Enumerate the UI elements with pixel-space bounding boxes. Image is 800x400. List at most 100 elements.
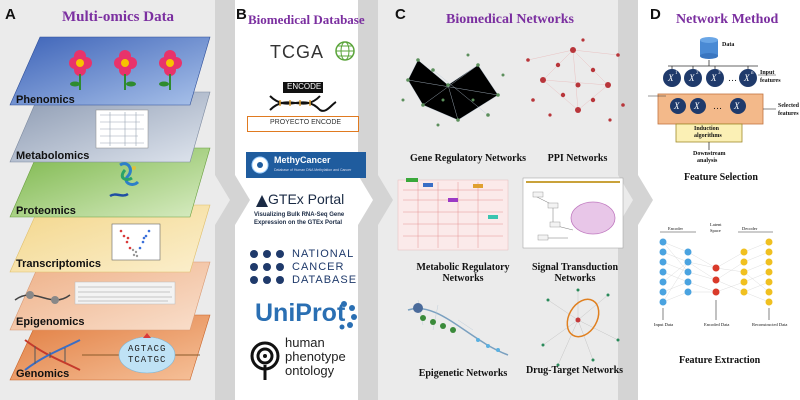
metabolic-map-icon [95, 109, 149, 149]
drug-target-network-image [541, 288, 620, 367]
svg-text:…: … [728, 73, 737, 83]
globe-icon [335, 41, 355, 61]
layer-label-transcriptomics: Transcriptomics [16, 258, 101, 270]
induction-label-2: algorithms [694, 133, 722, 139]
x-input-n-sup: n [751, 71, 754, 76]
layer-label-metabolomics: Metabolomics [16, 150, 90, 162]
ncdb-line2: CANCER [292, 261, 345, 273]
network-images [397, 38, 625, 367]
omics-layer-stack [9, 36, 211, 381]
x-input-1: X [668, 73, 674, 83]
dna-seq-bottom: TCATGC [128, 355, 167, 365]
x-selected-n: X [734, 101, 740, 111]
signal-transduction-image [522, 177, 624, 249]
dna-seq-top: AGTACG [128, 344, 167, 354]
method-data-label: Data [722, 42, 735, 48]
panel-c-letter: C [395, 6, 406, 23]
encode-box [283, 82, 323, 93]
hpo-logo-icon [250, 341, 280, 380]
net-label-signal-2: Networks [554, 273, 596, 284]
gtex-sub1: Visualizing Bulk RNA-Seq Gene [254, 212, 345, 218]
ppi-network-image [526, 38, 625, 122]
hpo-line3: ontology [285, 363, 335, 378]
mutation-marker-icon [143, 333, 151, 338]
induction-label-1: Induction [694, 126, 720, 132]
net-label-grn: Gene Regulatory Networks [409, 153, 527, 164]
latent-label-1: Latent [710, 222, 722, 227]
chromatin-icon [14, 281, 176, 305]
gtex-sub2: Expression on the GTEx Portal [254, 220, 343, 226]
net-label-drug: Drug-Target Networks [525, 365, 624, 376]
dna-strand-icon [269, 95, 337, 112]
layer-label-epigenomics: Epigenomics [16, 316, 85, 328]
gene-regulatory-network-image [401, 53, 505, 127]
feature-extraction-title: Feature Extraction [679, 355, 761, 366]
encoded-data-label: Encoded Data [704, 322, 730, 327]
x-selected-2: X [694, 101, 700, 111]
epigenetic-network-image [407, 299, 509, 356]
x-selected-1: X [674, 101, 680, 111]
ncdb-line1: NATIONAL [292, 248, 355, 260]
hpo-line1: human [285, 335, 325, 350]
x-input-1-sup: 1 [675, 71, 678, 76]
input-features-label-1: Input [760, 70, 775, 76]
encode-logo-text: ENCODE [287, 82, 322, 91]
ncdb-dots-icon [250, 250, 284, 284]
gtex-logo-icon [256, 195, 268, 207]
feature-selection-title: Feature Selection [684, 172, 758, 183]
panel-a-title: Multi-omics Data [62, 9, 175, 25]
metabolic-network-image [397, 178, 509, 251]
feature-selection-diagram: … … [648, 37, 776, 320]
layer-label-proteomics: Proteomics [16, 205, 76, 217]
x-input-n: X [744, 73, 750, 83]
autoencoder-network [659, 231, 773, 320]
gtex-logo-text: GTEx Portal [268, 191, 345, 207]
panel-b-background [235, 0, 378, 400]
selected-features-label-1: Selected [778, 103, 799, 109]
uniprot-dots-icon [339, 301, 357, 330]
layer-label-genomics: Genomics [16, 368, 70, 380]
net-label-ppi: PPI Networks [547, 153, 608, 164]
x-input-3-sup: 3 [718, 71, 721, 76]
panel-c-title: Biomedical Networks [446, 12, 574, 27]
ncdb-line3: DATABASE [292, 274, 358, 286]
methycancer-text: MethyCancer [274, 155, 331, 165]
panel-b-letter: B [236, 6, 247, 23]
latent-label-2: Space [710, 228, 721, 233]
net-label-metabolic-2: Networks [442, 273, 484, 284]
downstream-label-1: Downstream [693, 151, 726, 157]
layer-label-phenomics: Phenomics [16, 94, 75, 106]
x-input-3: X [711, 73, 717, 83]
panel-d-background [638, 0, 800, 400]
encoder-label: Encoder [668, 226, 683, 231]
x-input-2: X [689, 73, 695, 83]
phenomics-layer [9, 36, 211, 106]
flower-icon [114, 50, 137, 90]
x-input-2-sup: 2 [696, 71, 699, 76]
flower-icon [159, 50, 182, 90]
downstream-label-2: analysis [697, 158, 718, 164]
volcano-plot-icon [111, 223, 161, 261]
input-data-label: Input Data [654, 322, 674, 327]
tcga-logo-text: TCGA [270, 42, 325, 62]
panel-b-title: Biomedical Database [248, 12, 365, 27]
hpo-line2: phenotype [285, 349, 346, 364]
methycancer-sub-text: Database of Human DNA Methylation and Ca… [274, 168, 352, 172]
input-features-label-2: features [760, 78, 781, 84]
net-label-epigenetic: Epigenetic Networks [418, 368, 508, 379]
reconstructed-data-label: Reconstructed Data [752, 322, 788, 327]
panel-d-title: Network Method [676, 12, 779, 27]
encode-sub-box [247, 116, 359, 132]
uniprot-logo-text: UniProt [255, 299, 346, 327]
svg-text:…: … [713, 101, 722, 111]
net-label-metabolic-1: Metabolic Regulatory [416, 262, 510, 273]
panel-a-letter: A [5, 6, 16, 23]
database-cylinder-icon [700, 37, 718, 59]
flower-icon [69, 50, 92, 90]
decoder-label: Decoder [742, 226, 758, 231]
selected-features-label-2: features [778, 111, 799, 117]
net-label-signal-1: Signal Transduction [531, 262, 619, 273]
methycancer-logo-icon [251, 156, 269, 174]
protein-icon [109, 162, 140, 198]
